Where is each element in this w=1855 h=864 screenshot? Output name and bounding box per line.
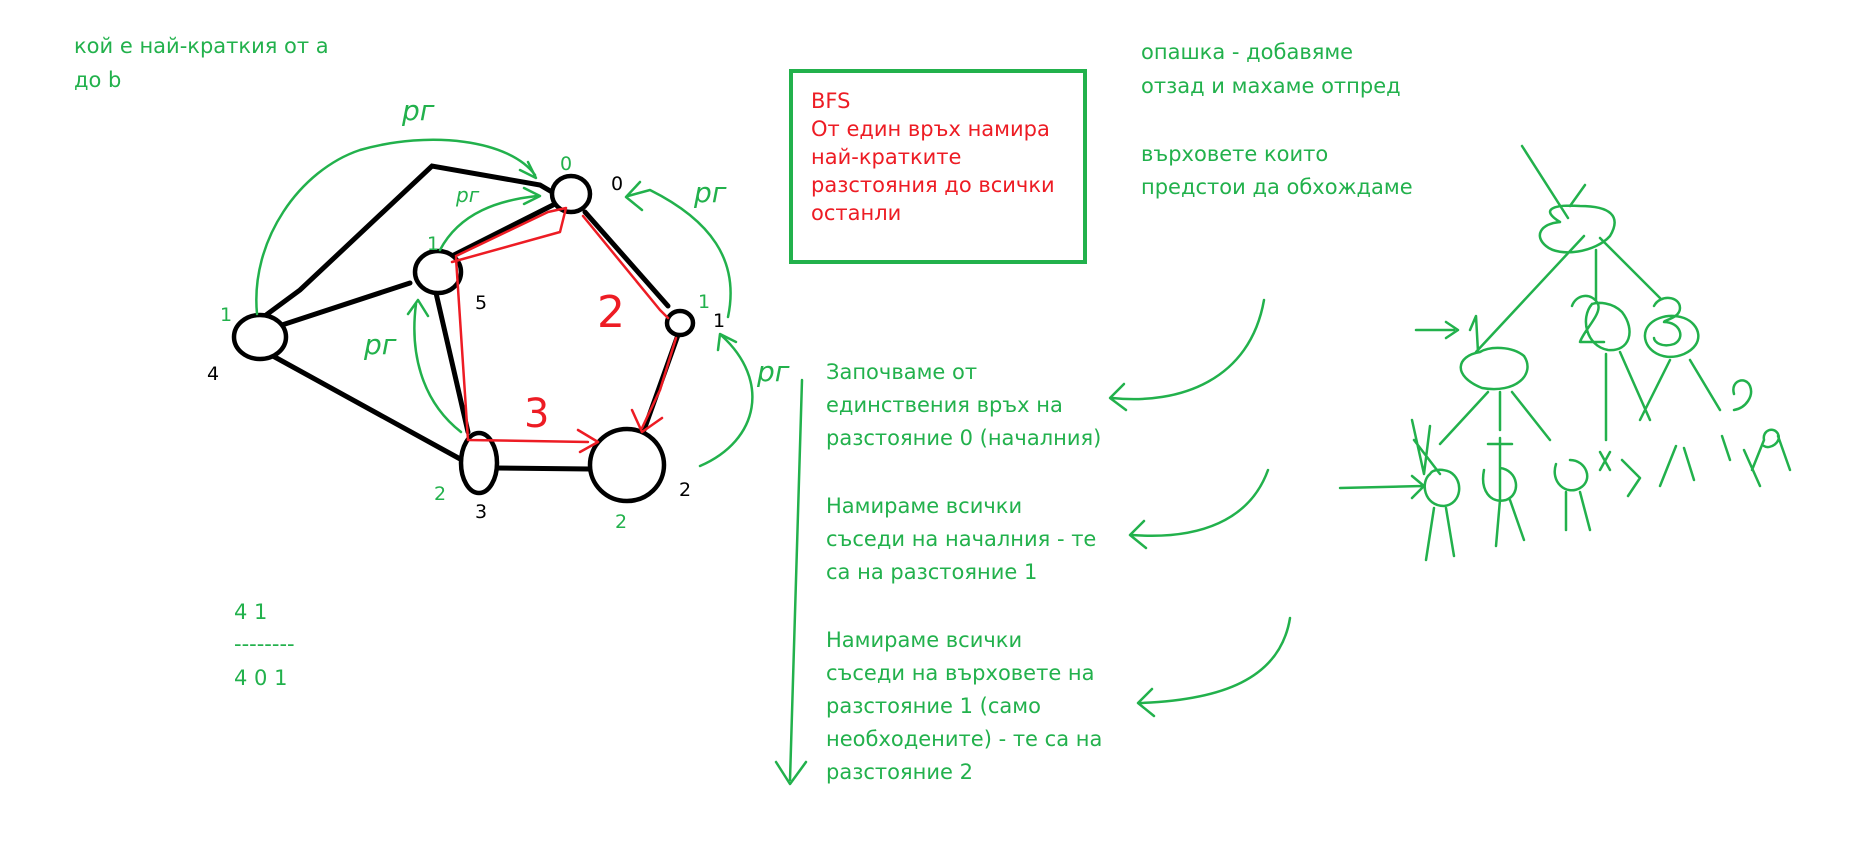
bfs-line-2: най-кратките — [811, 145, 962, 169]
tree-sketch — [1338, 144, 1792, 562]
node-1-id: 1 — [713, 310, 726, 332]
node-2-id: 2 — [679, 479, 692, 501]
node-5 — [412, 248, 464, 296]
step2-arrow — [1130, 468, 1270, 537]
queue-note-2: отзад и махаме отпред — [1141, 74, 1401, 98]
node-5-distance: 1 — [427, 233, 440, 255]
step2-line-1: Намираме всички — [826, 494, 1023, 518]
step1-arrow-head — [1108, 382, 1128, 412]
steps-vertical-arrow — [788, 378, 804, 782]
step1-line-1: Започваме от — [826, 360, 978, 384]
node-4 — [231, 312, 289, 362]
red-weight-2: 2 — [597, 287, 625, 338]
numbers-line-2: -------- — [234, 632, 295, 656]
step3-line-2: съседи на върховете на — [826, 661, 1095, 685]
node-3-distance: 2 — [434, 483, 447, 505]
edge-5-0 — [445, 201, 558, 261]
red-path-2-arrow — [630, 408, 664, 434]
red-weight-3: 3 — [524, 391, 550, 437]
vertices-note-2: предстои да обхождаме — [1141, 175, 1413, 199]
edge-5-3 — [433, 290, 471, 435]
node-5-id: 5 — [475, 292, 488, 314]
red-path-1-2 — [640, 336, 678, 430]
red-path-0-1 — [581, 214, 670, 320]
hand-label-right: рг — [694, 176, 727, 209]
step3-line-1: Намираме всички — [826, 628, 1023, 652]
green-arc-3-5-head — [406, 298, 430, 318]
edge-4-3 — [259, 347, 465, 463]
step2-line-3: са на разстояние 1 — [826, 560, 1038, 584]
bfs-line-3: разстояния до всички — [811, 173, 1055, 197]
step3-line-5: разстояние 2 — [826, 760, 973, 784]
queue-note-1: опашка - добавяме — [1141, 40, 1354, 64]
question-line-1: кой е най-краткия от a — [74, 34, 329, 58]
numbers-line-3: 4 0 1 — [234, 666, 288, 690]
hand-label-left: рг — [364, 328, 397, 361]
node-4-distance: 1 — [220, 304, 233, 326]
steps-vertical-arrow-head — [774, 760, 808, 786]
edge-4-5 — [279, 280, 413, 328]
step1-line-2: единствения връх на — [826, 393, 1063, 417]
red-path-5-3 — [454, 256, 590, 444]
edge-0-1 — [582, 209, 671, 309]
question-line-2: до b — [74, 68, 122, 92]
green-arc-3-5 — [413, 302, 463, 434]
step3-line-3: разстояние 1 (само — [826, 694, 1041, 718]
node-2 — [587, 426, 667, 504]
step3-arrow-head — [1136, 687, 1156, 718]
green-arc-1-0-head — [624, 180, 644, 212]
green-arc-2-1-head — [716, 332, 738, 352]
step1-arrow — [1110, 298, 1266, 401]
hand-label-bottom: рг — [757, 355, 790, 388]
bfs-box: BFS От един връх намира най-кратките раз… — [789, 69, 1087, 264]
node-3-id: 3 — [475, 501, 488, 523]
node-1 — [664, 308, 696, 338]
edge-3-2 — [493, 465, 593, 472]
step3-arrow — [1138, 616, 1292, 705]
bfs-line-4: останли — [811, 201, 902, 225]
bfs-line-1: От един връх намира — [811, 117, 1050, 141]
step3-line-4: необходените) - те са на — [826, 727, 1103, 751]
green-arc-1-0 — [626, 188, 732, 319]
node-2-distance: 2 — [615, 511, 628, 533]
edge-4-0 — [259, 163, 555, 321]
hand-label-inner: рг — [456, 183, 480, 207]
step1-line-3: разстояние 0 (началния) — [826, 426, 1102, 450]
red-path-3-arrow — [576, 428, 600, 454]
node-4-id: 4 — [207, 363, 220, 385]
green-arc-4-0 — [255, 138, 537, 316]
red-path-5-0 — [450, 206, 568, 264]
node-0-distance: 0 — [560, 153, 573, 175]
numbers-line-1: 4 1 — [234, 600, 268, 624]
green-arc-4-0-head — [518, 160, 538, 180]
node-0-id: 0 — [611, 173, 624, 195]
hand-label-top: рг — [402, 94, 435, 127]
node-3 — [458, 430, 500, 496]
green-arc-2-1 — [698, 334, 754, 468]
bfs-title: BFS — [811, 89, 851, 113]
step2-arrow-head — [1128, 519, 1148, 550]
node-1-distance: 1 — [698, 291, 711, 313]
node-0 — [549, 173, 593, 215]
vertices-note-1: върховете които — [1141, 142, 1329, 166]
green-arc-5-0 — [438, 194, 539, 252]
step2-line-2: съседи на началния - те — [826, 527, 1097, 551]
green-arc-5-0-head — [522, 186, 542, 206]
